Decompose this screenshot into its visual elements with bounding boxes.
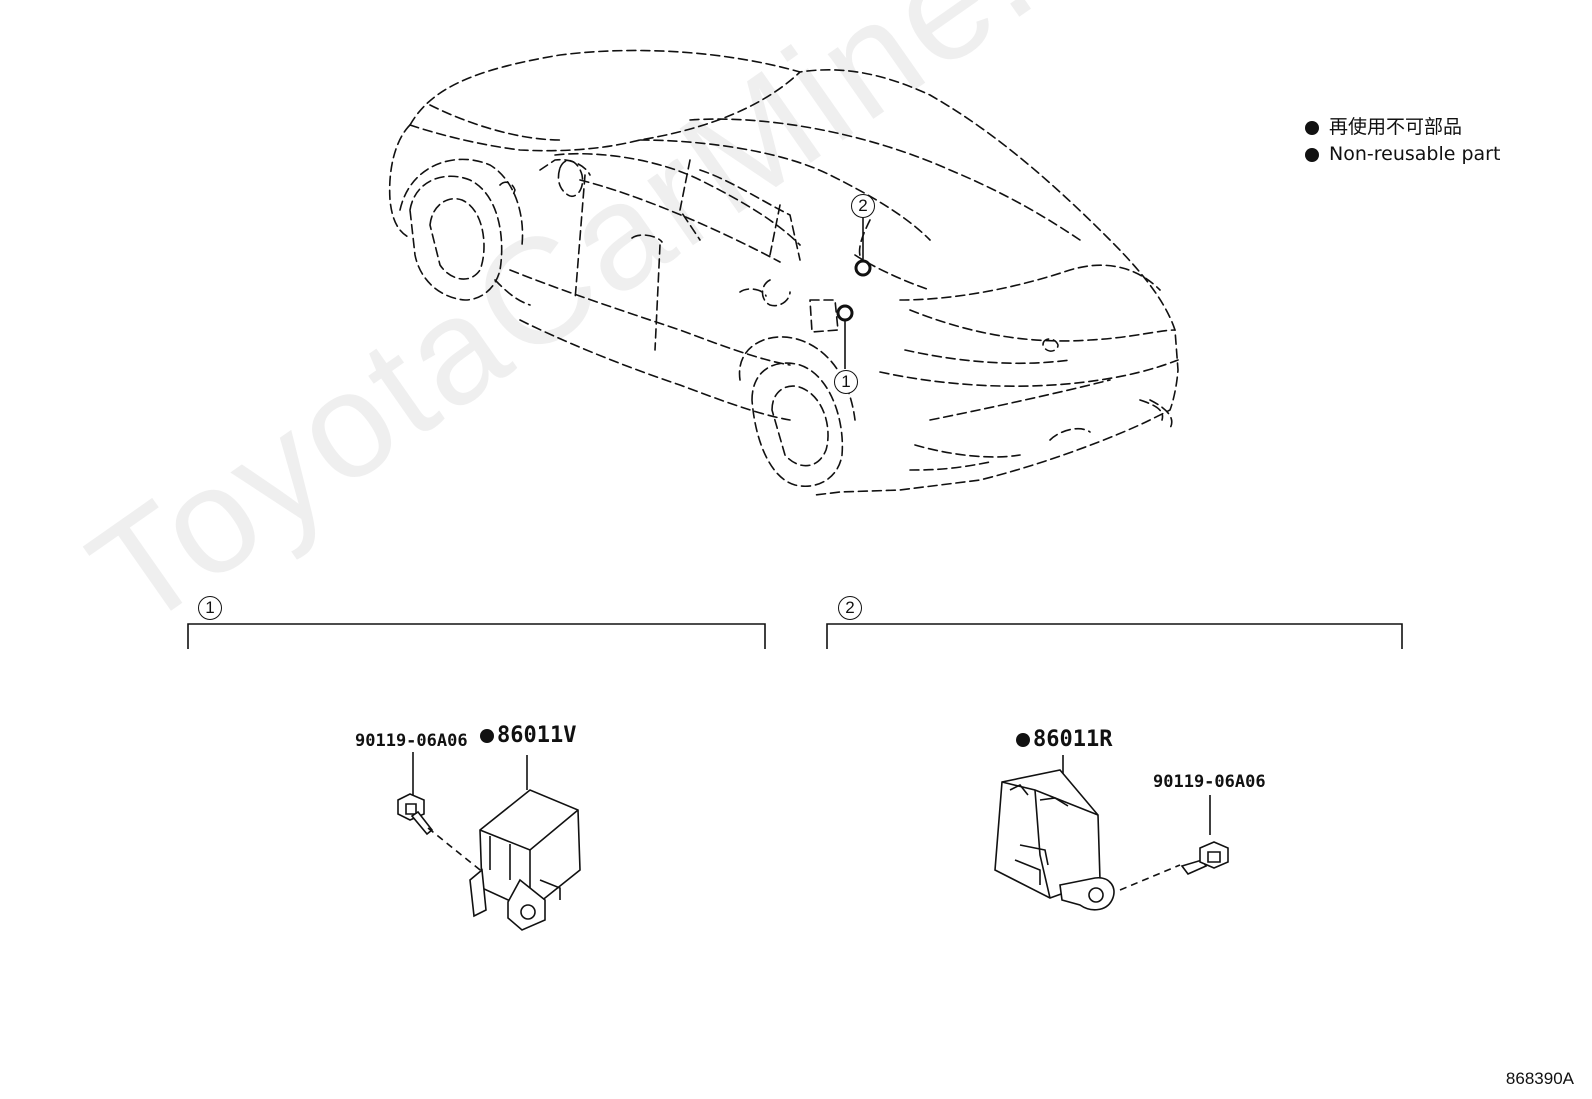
section-1-bracket bbox=[187, 623, 766, 649]
non-reusable-dot-icon bbox=[480, 728, 494, 743]
bolt-2-drawing bbox=[1180, 841, 1229, 875]
location-markers bbox=[836, 259, 872, 322]
bolt-1-drawing bbox=[397, 793, 434, 836]
sensor-86011r-drawing bbox=[994, 769, 1115, 911]
location-marker-2 bbox=[854, 259, 872, 277]
legend: 再使用不可部品 Non-reusable part bbox=[1305, 114, 1500, 168]
non-reusable-dot-icon bbox=[1016, 732, 1030, 747]
callout-1: 1 bbox=[834, 370, 858, 394]
callout-2: 2 bbox=[851, 194, 875, 218]
legend-english-label: Non-reusable part bbox=[1329, 143, 1501, 165]
legend-english-row: Non-reusable part bbox=[1305, 141, 1500, 168]
sensor-part-number-2: 86011R bbox=[1016, 727, 1112, 752]
location-marker-1 bbox=[836, 304, 854, 322]
legend-japanese-label: 再使用不可部品 bbox=[1329, 116, 1463, 138]
vehicle-outline bbox=[388, 49, 1179, 496]
sensor-part-number-1-label: 86011V bbox=[497, 723, 577, 748]
diagram-code: 868390A bbox=[1505, 1069, 1574, 1088]
bolt-part-number-2: 90119-06A06 bbox=[1153, 772, 1266, 792]
non-reusable-dot-icon bbox=[1305, 147, 1319, 162]
section-1-number: 1 bbox=[198, 596, 222, 620]
bolt-part-number-1: 90119-06A06 bbox=[355, 731, 468, 751]
sensor-86011v-drawing bbox=[469, 789, 581, 931]
section-2-parts bbox=[994, 755, 1229, 911]
section-brackets bbox=[187, 623, 1403, 649]
section-2-bracket bbox=[826, 623, 1403, 649]
sensor-part-number-1: 86011V bbox=[480, 723, 576, 748]
section-2-number: 2 bbox=[838, 596, 862, 620]
sensor-part-number-2-label: 86011R bbox=[1033, 727, 1113, 752]
legend-japanese-row: 再使用不可部品 bbox=[1305, 114, 1500, 141]
non-reusable-dot-icon bbox=[1305, 120, 1319, 135]
section-1-parts bbox=[397, 752, 581, 931]
